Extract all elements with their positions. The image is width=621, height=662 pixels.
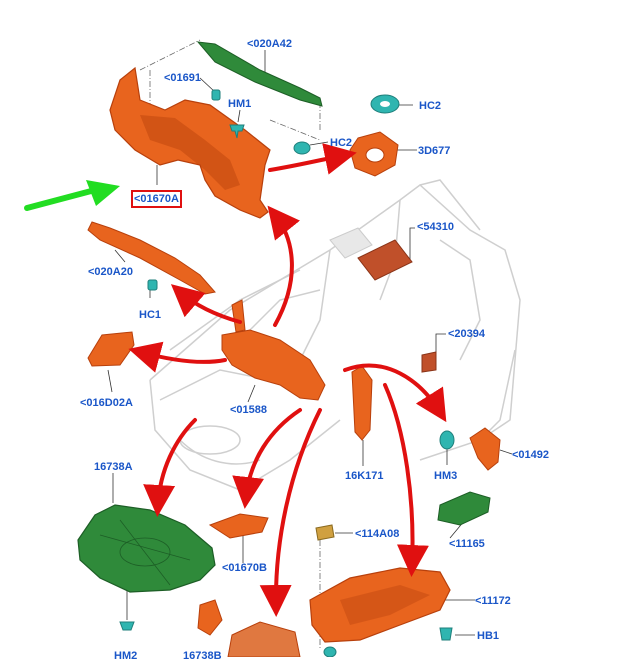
shield-16738A-detail [99,519,191,586]
callout-16K171[interactable]: 16K171 [345,470,384,482]
callout-HM1[interactable]: HM1 [228,98,252,110]
callout-11165[interactable]: <11165 [449,538,485,550]
clip-HM3[interactable] [439,430,455,450]
dash-insulator-01670B[interactable] [208,513,269,539]
callout-01670B[interactable]: <01670B [222,562,267,574]
callout-54310[interactable]: <54310 [417,221,455,233]
plug-HC1[interactable] [147,279,158,291]
callout-11172[interactable]: <11172 [475,595,511,607]
dash-upper-strip [231,299,246,333]
callout-020A20[interactable]: <020A20 [88,266,133,278]
callout-HC2-mid[interactable]: HC2 [330,137,353,149]
pillar-16K171[interactable] [351,365,373,441]
callout-16738A[interactable]: 16738A [94,461,133,473]
callout-01691[interactable]: <01691 [164,72,202,84]
seal-020A20[interactable] [87,221,216,295]
dash-insulator-01670A[interactable] [109,66,271,219]
floor-insulator-shading [340,585,430,625]
grommet-3D677-hole [365,147,385,163]
plug-HC2-mid[interactable] [293,141,311,155]
red-arrows [128,143,447,617]
pad-114A08[interactable] [315,524,335,541]
clip-HB1[interactable] [439,627,453,641]
clip-HM2[interactable] [119,621,135,631]
pad-20394[interactable] [421,351,437,373]
callout-01670A[interactable]: <01670A [131,190,182,208]
callout-HC1[interactable]: HC1 [139,309,162,321]
pad-54310[interactable] [357,239,413,281]
roof-pad-ghost [329,227,373,259]
dash-insulator-01588[interactable] [221,329,326,401]
callout-HB1[interactable]: HB1 [477,630,500,642]
callout-20394[interactable]: <20394 [448,328,486,340]
clip-bottom [323,646,337,657]
bracket-16738B[interactable] [197,599,223,636]
plug-HC2-top[interactable] [370,94,400,114]
callout-114A08[interactable]: <114A08 [355,528,400,540]
pad-bottom-gray [227,621,301,657]
callout-016D02A[interactable]: <016D02A [80,397,133,409]
floor-insulator-11172[interactable] [309,567,451,643]
bracket-01492[interactable] [469,427,501,471]
clip-01691[interactable] [211,89,221,101]
shield-16738A[interactable] [77,504,216,593]
callout-HM3[interactable]: HM3 [434,470,458,482]
green-pointer-arrow [24,180,120,211]
pad-016D02A[interactable] [87,331,135,367]
callout-020A42[interactable]: <020A42 [247,38,292,50]
callout-16738B[interactable]: 16738B [183,650,222,662]
pad-11165[interactable] [437,491,491,526]
callout-HM2[interactable]: HM2 [114,650,138,662]
callout-3D677[interactable]: 3D677 [418,145,451,157]
dash-insulator-shading [140,115,240,190]
clip-HM1[interactable] [229,124,245,139]
callout-01492[interactable]: <01492 [512,449,550,461]
callout-HC2-top[interactable]: HC2 [419,100,442,112]
callout-01588[interactable]: <01588 [230,404,268,416]
cowl-seal-020A42[interactable] [196,41,323,107]
